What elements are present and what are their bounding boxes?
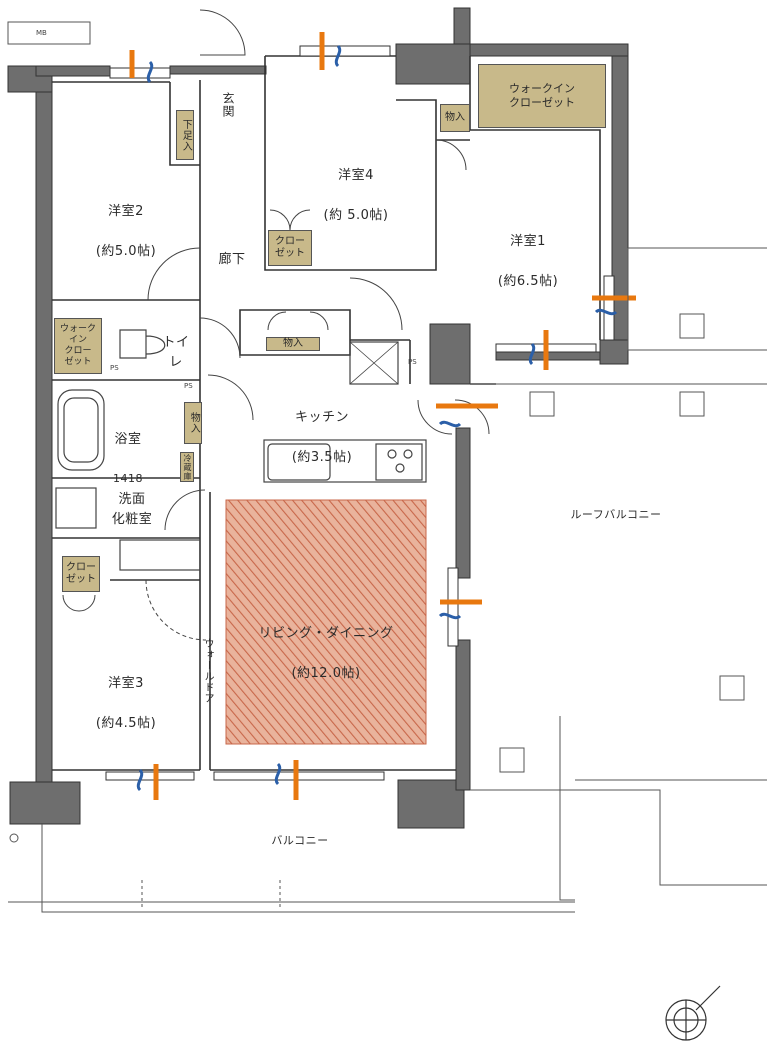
room-western1-size: (約6.5帖) (497, 274, 559, 290)
mb-box (7, 21, 91, 45)
room-entrance: 玄関 (221, 92, 235, 118)
door-swings (62, 9, 490, 641)
wall-door-label: ウォールドア (202, 638, 213, 704)
mb-label: MB (36, 29, 47, 37)
room-western1-name: 洋室1 (510, 234, 546, 250)
ps-label-2: PS (184, 382, 193, 390)
room-washroom: 洗面 化粧室 (111, 492, 153, 528)
storage-hall: 物入 (266, 337, 320, 351)
room-toilet: トイレ (162, 335, 190, 371)
storage-western1: 物入 (440, 104, 470, 132)
fixtures (55, 329, 427, 571)
room-western3: 洋室3 (約4.5帖) (76, 654, 176, 755)
sash-marks (129, 32, 636, 800)
room-kitchen-size: (約3.5帖) (291, 450, 353, 466)
room-western2-name: 洋室2 (108, 204, 144, 220)
room-western4-name: 洋室4 (338, 168, 374, 184)
bathtub (57, 389, 105, 471)
room-balcony: バルコニー (271, 834, 329, 847)
closet-western3: クロー ゼット (62, 556, 100, 592)
roof-balcony-outline (470, 247, 767, 901)
compass-icon (665, 985, 721, 1041)
refrigerator-space: 冷蔵庫 (180, 452, 194, 482)
living-hatch (225, 499, 427, 745)
balcony-outline (8, 824, 575, 913)
storage-bath: 物入 (184, 402, 202, 444)
room-roof-balcony: ルーフバルコニー (570, 508, 662, 521)
room-western4-size: (約 5.0帖) (323, 208, 389, 224)
toilet (119, 329, 166, 359)
room-living-dining: リビング・ダイニング (約12.0帖) (246, 604, 406, 705)
room-western2: 洋室2 (約5.0帖) (76, 182, 176, 283)
room-kitchen: キッチン (約3.5帖) (272, 388, 372, 489)
room-western4: 洋室4 (約 5.0帖) (304, 146, 408, 247)
sink (267, 443, 331, 481)
room-living-size: (約12.0帖) (291, 666, 361, 682)
ps-label-3: PS (408, 358, 417, 366)
shoe-box: 下足入 (176, 110, 194, 160)
room-kitchen-name: キッチン (294, 410, 349, 426)
room-western3-name: 洋室3 (108, 676, 144, 692)
closet-western4: クロー ゼット (268, 230, 312, 266)
ps-label-1: PS (110, 364, 119, 372)
room-living-name: リビング・ダイニング (258, 626, 394, 642)
washbasin (55, 487, 97, 529)
walkin-closet-left: ウォーク イン クロー ゼット (54, 318, 102, 374)
room-bath-size: 1418 (113, 472, 143, 486)
room-hallway: 廊下 (218, 252, 246, 267)
room-bath-name: 浴室 (114, 432, 142, 448)
room-western3-size: (約4.5帖) (95, 716, 157, 732)
room-western2-size: (約5.0帖) (95, 244, 157, 260)
room-bath: 浴室 1418 (106, 410, 150, 508)
cooktop (375, 443, 423, 481)
room-western1: 洋室1 (約6.5帖) (478, 212, 578, 313)
walkin-closet-top: ウォークイン クローゼット (478, 64, 606, 128)
